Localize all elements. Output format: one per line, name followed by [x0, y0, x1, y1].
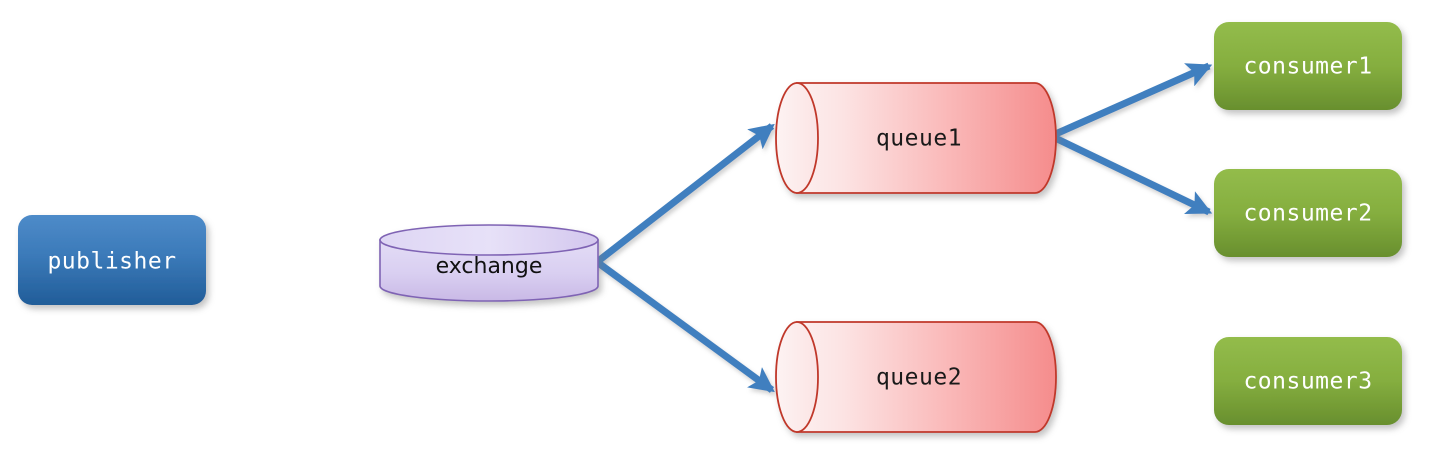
edge-exchange-to-queue2 — [594, 259, 775, 393]
publisher-box[interactable] — [18, 215, 206, 305]
queue2-cylinder-body[interactable] — [796, 321, 1057, 433]
node-consumer1[interactable]: consumer1 — [1214, 22, 1402, 110]
edge-layer — [208, 62, 1213, 393]
queue2-cylinder-cap — [775, 321, 819, 433]
node-queue1[interactable] — [775, 82, 1057, 194]
edge-queue1-to-consumer2 — [1049, 132, 1213, 216]
node-publisher[interactable]: publisher — [18, 215, 206, 305]
queue1-cylinder-cap — [775, 82, 819, 194]
edge-line-exchange-queue1 — [594, 123, 775, 265]
edge-exchange-to-queue1 — [594, 123, 775, 265]
edge-line-queue1-consumer1 — [1049, 62, 1213, 140]
edge-line-queue1-consumer2 — [1049, 132, 1213, 216]
consumer3-box[interactable] — [1214, 337, 1402, 425]
exchange-cylinder-top — [379, 224, 599, 256]
node-consumer3[interactable]: consumer3 — [1214, 337, 1402, 425]
node-exchange[interactable] — [379, 224, 599, 302]
node-queue2[interactable] — [775, 321, 1057, 433]
consumer1-box[interactable] — [1214, 22, 1402, 110]
node-consumer2[interactable]: consumer2 — [1214, 169, 1402, 257]
exchange-cylinder-body[interactable] — [379, 239, 599, 302]
edge-line-exchange-queue2 — [594, 259, 775, 393]
consumer2-box[interactable] — [1214, 169, 1402, 257]
edge-queue1-to-consumer1 — [1049, 62, 1213, 140]
queue1-cylinder-body[interactable] — [796, 82, 1057, 194]
